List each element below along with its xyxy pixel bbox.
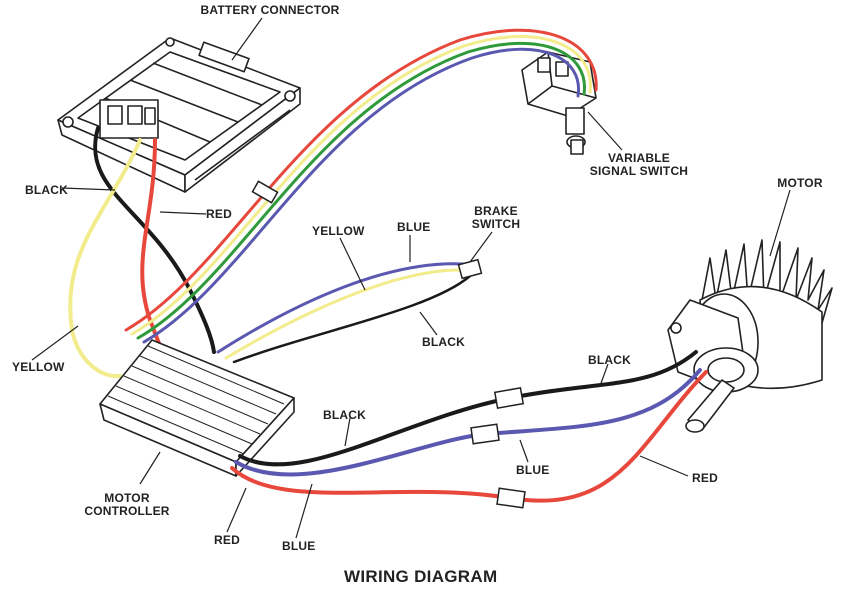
label-wire-red-bottom: RED bbox=[214, 533, 240, 547]
motor-controller-device bbox=[99, 339, 295, 477]
label-variable-signal-switch-line2: SIGNAL SWITCH bbox=[589, 164, 689, 178]
label-wire-black-motor: BLACK bbox=[588, 353, 631, 367]
wire-harness-motor bbox=[230, 350, 708, 509]
label-wire-blue-brake: BLUE bbox=[397, 220, 431, 234]
label-wire-blue-mid: BLUE bbox=[516, 463, 550, 477]
leader-lines bbox=[31, 17, 791, 539]
wire-yellow-brake bbox=[224, 268, 468, 360]
wire-harness-upper bbox=[68, 28, 598, 379]
label-wire-yellow-brake: YELLOW bbox=[312, 224, 365, 238]
wire-blue-brake bbox=[216, 262, 466, 354]
wire-black-brake bbox=[232, 274, 472, 364]
wire-harness-brake bbox=[216, 258, 483, 364]
label-motor: MOTOR bbox=[777, 176, 823, 190]
label-wire-yellow-left: YELLOW bbox=[12, 360, 65, 374]
label-wire-black-mid: BLACK bbox=[323, 408, 366, 422]
wire-black-motor bbox=[238, 350, 698, 467]
inline-connectors bbox=[470, 386, 526, 509]
label-variable-signal-switch-line1: VARIABLE bbox=[607, 151, 671, 165]
label-wire-red-motor: RED bbox=[692, 471, 718, 485]
wire-red-battery bbox=[140, 138, 162, 348]
label-wire-black-brake: BLACK bbox=[422, 335, 465, 349]
motor-device bbox=[667, 239, 833, 433]
wire-black-battery bbox=[93, 126, 216, 354]
label-wire-blue-bottom: BLUE bbox=[282, 539, 316, 553]
label-brake-switch-line2: SWITCH bbox=[471, 217, 521, 231]
label-brake-switch-line1: BRAKE bbox=[474, 204, 518, 218]
label-variable-signal-switch: VARIABLE SIGNAL SWITCH bbox=[584, 152, 694, 178]
label-motor-controller-line2: CONTROLLER bbox=[84, 504, 170, 518]
label-motor-controller-line1: MOTOR bbox=[104, 491, 150, 505]
label-battery-connector: BATTERY CONNECTOR bbox=[200, 3, 340, 17]
label-wire-red-battery: RED bbox=[206, 207, 232, 221]
label-brake-switch: BRAKE SWITCH bbox=[468, 205, 524, 231]
wire-yellow-battery bbox=[68, 138, 142, 379]
label-motor-controller: MOTOR CONTROLLER bbox=[84, 492, 170, 518]
label-wire-black-battery: BLACK bbox=[25, 183, 68, 197]
variable-signal-switch-device bbox=[521, 51, 597, 155]
diagram-title: WIRING DIAGRAM bbox=[344, 567, 498, 586]
battery-connector-device bbox=[57, 37, 301, 193]
